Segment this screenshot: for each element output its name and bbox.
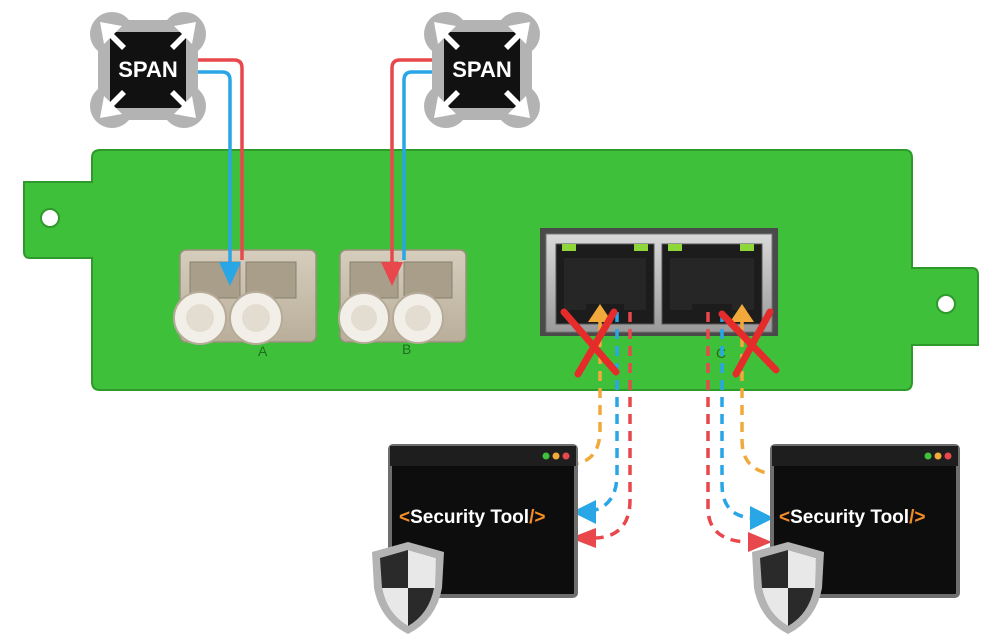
span-label-a: SPAN [118,57,178,82]
mount-hole-right [936,294,956,314]
security-shield-icon-right [752,542,824,634]
span-label-b: SPAN [452,57,512,82]
security-tool-window-right: <Security Tool/> [770,444,960,598]
security-shield-icon-left [372,542,444,634]
board-plate [23,149,979,391]
arrow-into-tool-right-red [748,532,772,552]
tap-board [23,149,979,391]
warning-triangle-right [730,304,754,322]
span-a-links [198,58,244,286]
arrow-into-port-b [381,262,403,286]
mount-hole-left [40,208,60,228]
span-tap-icon-a: SPAN [90,12,206,128]
port-b-label: B [402,341,411,357]
tool-text-left: <Security Tool/> [399,507,545,528]
arrow-into-tool-left-blue [572,500,596,524]
warning-triangle-left [588,304,612,322]
arrow-into-tool-right-blue [750,506,774,530]
tool-text-right: <Security Tool/> [779,507,925,528]
tool-links-right [706,304,773,544]
fiber-port-b: B [338,249,467,357]
span-b-links [381,58,438,286]
blocked-x-icon-right [718,308,780,378]
blocked-x-icon-left [560,308,620,378]
span-tap-icon-b: SPAN [424,12,540,128]
port-a-label: A [258,343,268,359]
rj45-port-right [661,243,763,325]
rj45-port-block: C [540,228,778,361]
fiber-port-a: A [173,249,317,359]
arrow-into-tool-left-red [570,528,596,548]
arrow-into-port-a [219,262,241,286]
